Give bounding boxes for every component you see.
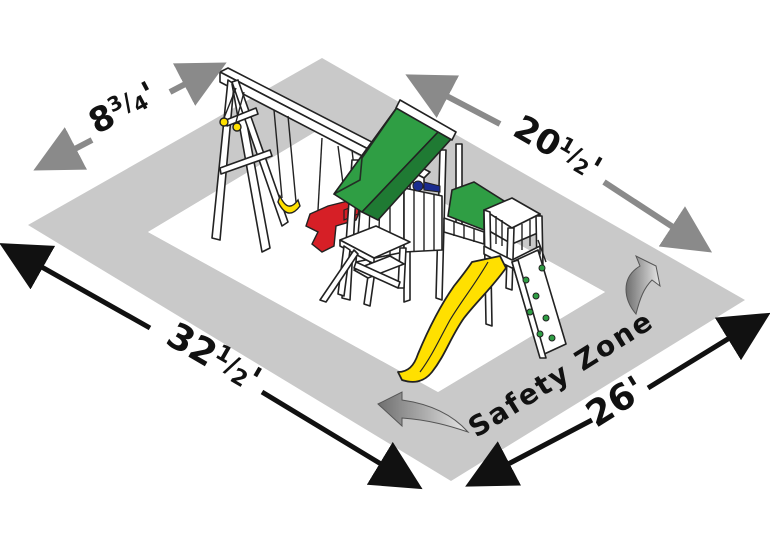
dimension-arrows <box>0 62 770 490</box>
fort-tower <box>319 99 463 307</box>
swing-seat <box>277 194 301 214</box>
dimension-label-width-top: 83/4' <box>82 74 163 143</box>
wave-slide <box>397 255 507 383</box>
safety-zone <box>28 58 745 481</box>
safety-zone-arrows <box>377 254 661 434</box>
rock-wall <box>511 239 567 359</box>
